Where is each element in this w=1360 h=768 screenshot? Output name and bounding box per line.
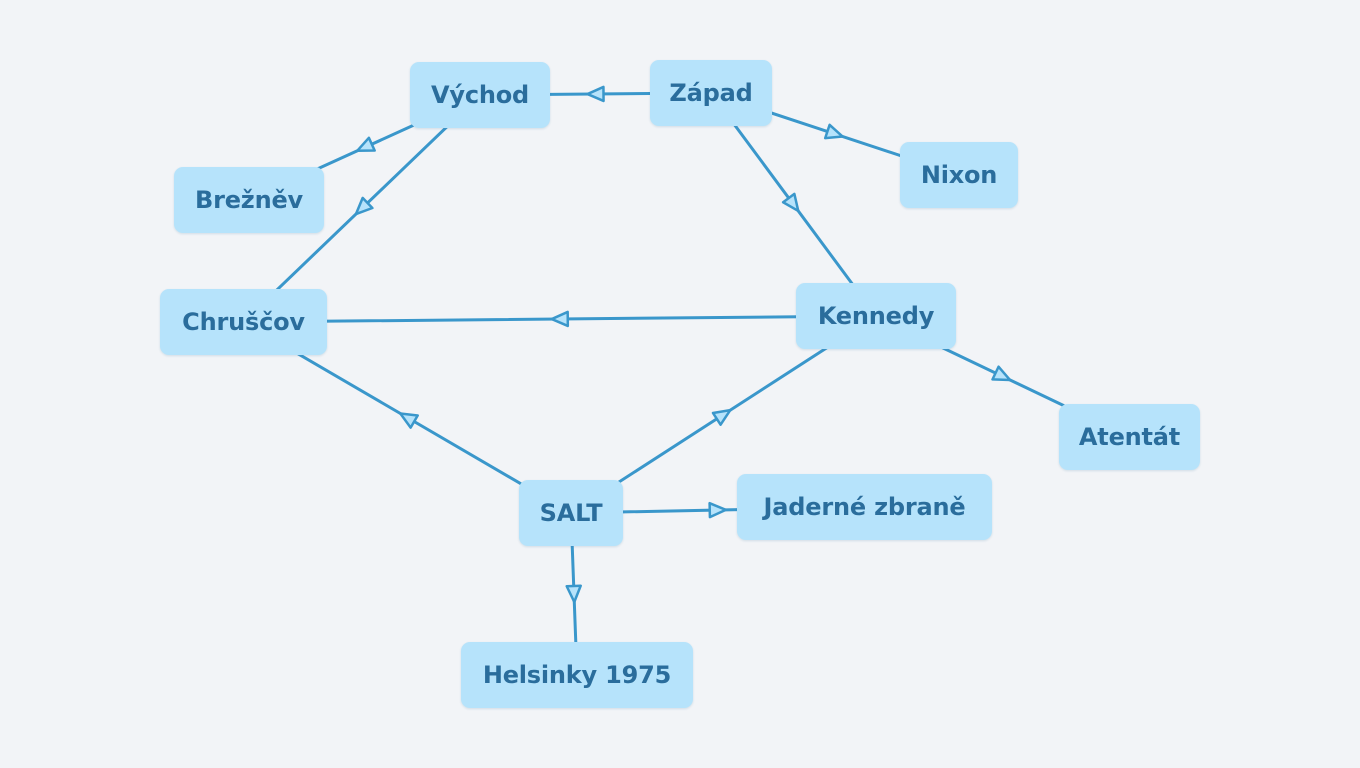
node-vychod[interactable]: Východ (410, 62, 550, 128)
edge-arrow-zapad-vychod (586, 85, 605, 103)
edge-arrow-salt-helsinky (565, 584, 582, 604)
edge-arrow-salt-kennedy (711, 408, 732, 426)
node-jaderne-zbrane[interactable]: Jaderné zbraně (737, 474, 992, 540)
edge-arrow-kennedy-chruscov (550, 310, 570, 328)
edge-arrow-vychod-breznev (355, 136, 376, 153)
node-salt[interactable]: SALT (519, 480, 623, 546)
edge-arrow-vychod-chruscov (354, 196, 374, 216)
node-nixon[interactable]: Nixon (900, 142, 1018, 208)
node-atentat[interactable]: Atentát (1059, 404, 1200, 470)
edge-arrow-zapad-nixon (823, 123, 844, 140)
edge-arrow-zapad-kennedy (781, 192, 800, 213)
edge-arrow-salt-jaderne (708, 501, 727, 519)
node-kennedy[interactable]: Kennedy (796, 283, 956, 349)
node-helsinky-1975[interactable]: Helsinky 1975 (461, 642, 693, 708)
edge-arrow-kennedy-atentat (991, 365, 1012, 382)
node-zapad[interactable]: Západ (650, 60, 772, 126)
node-breznev[interactable]: Brežněv (174, 167, 324, 233)
node-chruscov[interactable]: Chruščov (160, 289, 327, 355)
edge-arrow-salt-chruscov (399, 412, 419, 429)
